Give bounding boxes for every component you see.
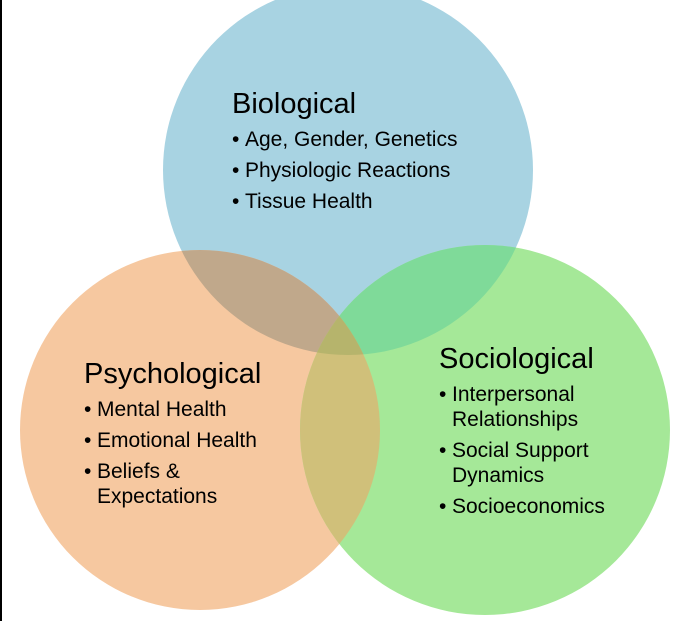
list-item: Tissue Health <box>232 189 457 214</box>
psychological-list: Mental Health Emotional Health Beliefs &… <box>84 397 261 509</box>
bio-soc-overlap-group <box>300 245 533 355</box>
bio-soc-overlap <box>300 245 533 355</box>
list-item-text: Physiologic Reactions <box>245 159 451 182</box>
bio-psy-overlap-group <box>163 250 380 355</box>
list-item-text: Age, Gender, Genetics <box>245 128 458 151</box>
sociological-list: Interpersonal Relationships Social Suppo… <box>439 382 605 519</box>
list-item: Emotional Health <box>84 428 261 453</box>
bio-psy-overlap <box>163 250 380 355</box>
list-item: Physiologic Reactions <box>232 158 457 183</box>
list-item-text: Beliefs & Expectations <box>97 460 218 508</box>
list-item-text: Emotional Health <box>97 429 257 452</box>
list-item: Age, Gender, Genetics <box>232 127 457 152</box>
list-item: Socioeconomics <box>439 494 605 519</box>
sociological-title: Sociological <box>439 343 594 375</box>
list-item-text: Interpersonal Relationships <box>452 383 579 431</box>
list-item: Mental Health <box>84 397 261 422</box>
biological-block: Biological Age, Gender, Genetics Physiol… <box>232 90 457 220</box>
list-item: Beliefs & Expectations <box>84 459 261 509</box>
biological-title: Biological <box>232 88 357 120</box>
left-border-line <box>0 0 2 621</box>
sociological-block: Sociological Interpersonal Relationships… <box>439 345 605 525</box>
psychological-block: Psychological Mental Health Emotional He… <box>84 360 261 515</box>
list-item-text: Social Support Dynamics <box>452 439 589 487</box>
biological-list: Age, Gender, Genetics Physiologic Reacti… <box>232 127 457 214</box>
list-item: Social Support Dynamics <box>439 438 605 488</box>
list-item-text: Mental Health <box>97 398 227 421</box>
list-item: Interpersonal Relationships <box>439 382 605 432</box>
list-item-text: Socioeconomics <box>452 495 605 518</box>
psychological-title: Psychological <box>84 358 262 390</box>
list-item-text: Tissue Health <box>245 190 373 213</box>
